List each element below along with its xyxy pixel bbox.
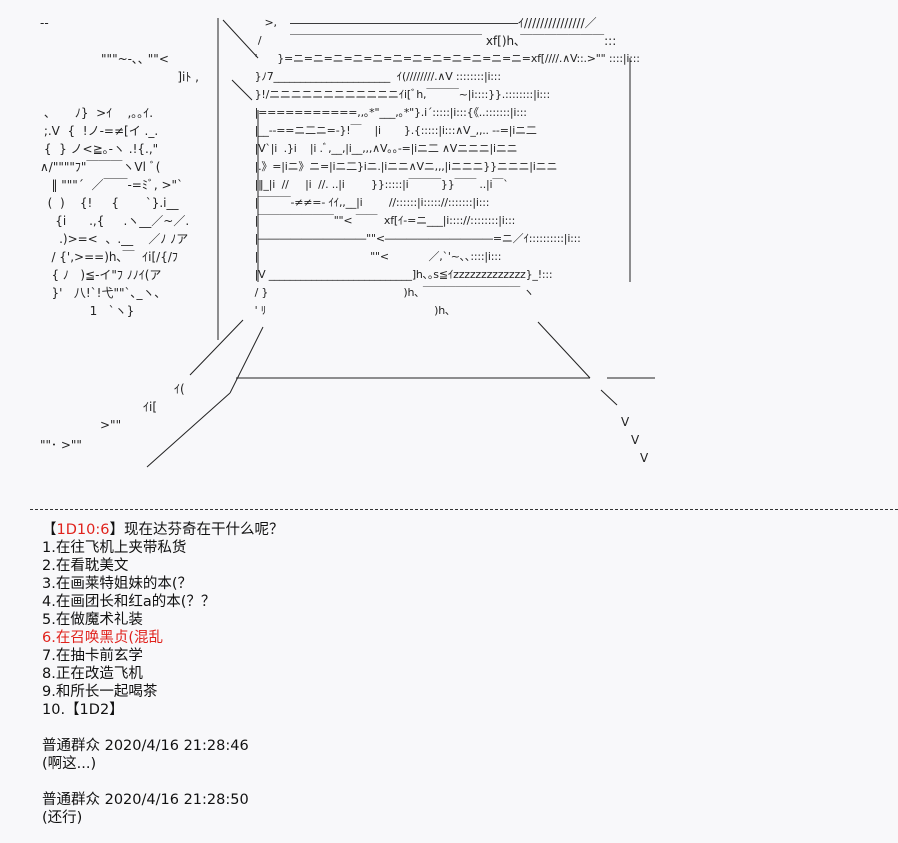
art-line: }ﾉ7______________________ ｲ(////////.∧V … (248, 70, 501, 83)
art-line: ( ) {! { `}.i__ (40, 196, 179, 210)
art-roof: ―――――――――――――――――――ｲ///////////////／ ￣￣￣… (290, 14, 616, 50)
art-top-left: -- """~-､､ ""< ]iﾄ , (40, 14, 199, 86)
art-fragment: ""･ >"" (40, 438, 82, 452)
art-line: |V ___________________________]h､｡s≦ｲzzz… (248, 268, 553, 281)
reply-text: (还行) (42, 810, 83, 826)
art-line: }!/ニニニニニニニニニニニニｲi[ﾞh,￣￣￣~|i::::}}.::::::… (248, 88, 551, 101)
art-fragment: ｲi[ (143, 400, 158, 414)
reply-header: 普通群众 2020/4/16 21:28:50 (42, 791, 283, 809)
art-line: |.》=|iニ》ニ=|iニ二}iニ.|iニニ∧Vニ,,,|iニニニ}}ニニニ|i… (248, 160, 558, 173)
art-building: >, / ' }=ニ=ニ=ニ=ニ=ニ=ニ=ニ=ニ=ニ=ニ=ニ=ニ=xf[////… (248, 14, 640, 320)
art-line: ∧/""""ﾌ"￣￣￣ヽVl ﾞ( (40, 160, 161, 174)
art-fragment: V (640, 451, 649, 465)
spacer (42, 719, 283, 737)
reply-text: (啊这...) (42, 756, 97, 772)
separator-line (30, 509, 898, 510)
option-item: 1.在往飞机上夹带私货 (42, 540, 187, 556)
art-line: |‖_|i // |i //. ..|i }}:::::|i￣￣￣}}￣￣ ..… (248, 178, 509, 191)
option-item-selected: 6.在召唤黑贞(混乱 (42, 630, 163, 646)
option-item: 9.和所长一起喝茶 (42, 684, 158, 700)
art-diagonal-outer-2 (146, 392, 231, 468)
art-line: ‖ """´ ／￣￣-=ﾐﾞ, >"` (40, 178, 184, 192)
art-line: >, (248, 16, 277, 29)
art-line: | ""< ／,`'~､､::::|i::: (248, 250, 502, 263)
art-line: { ﾉ )≦-イ"ﾌ ﾉﾉｲ(ア (40, 268, 162, 282)
art-line: |――――――――――""<――――――――――=ニ／ｲ::::::::::|i… (248, 232, 581, 245)
bracket: 】 (109, 522, 124, 538)
option-item: 8.正在改造飞机 (42, 666, 143, 682)
art-line: """~-､､ ""< (40, 52, 169, 66)
art-line: .)>=< 、.__ ／ﾉ ﾉア (40, 232, 189, 246)
art-diagonal-top (222, 19, 259, 59)
art-line: ' ﾘ )h､ (248, 304, 451, 317)
art-diagonal-right (537, 321, 591, 379)
option-item: 3.在画莱特姐妹的本(？ (42, 576, 192, 592)
art-fragment: V (621, 415, 630, 429)
ascii-art-strokes (146, 18, 655, 468)
art-line: -- (40, 16, 49, 30)
art-line: |￣￣￣-≠≠=- ｲｲ,,__|i //::::::|i::::://::::… (248, 196, 490, 209)
art-line: 1 `ヽ} (40, 304, 135, 318)
dice-roll: 1D10:6 (56, 522, 110, 538)
art-line: ―――――――――――――――――――ｲ///////////////／ (290, 16, 597, 30)
reply-header: 普通群众 2020/4/16 21:28:46 (42, 737, 283, 755)
option-item: 4.在画团长和红a的本(？？ (42, 594, 216, 610)
art-line: / (248, 34, 275, 47)
art-diagonal-outer (229, 326, 264, 394)
art-line: |===========,,｡*"___,｡*"}.i´:::::|i:::{《… (248, 106, 527, 119)
art-line: ;.V { !ノ-=≠[イ ._. (40, 124, 159, 138)
question-line: 【1D10:6】现在达芬奇在干什么呢？ (42, 521, 283, 539)
art-line: |￣￣￣￣￣￣￣""< ￣￣ xf[ｲ-=ニ___|i:::://:::::::… (248, 214, 516, 227)
art-line: {i .,{ .ヽ__／~／. (40, 214, 190, 228)
reply-author: 普通群众 (42, 792, 100, 808)
reply-author: 普通群众 (42, 738, 100, 754)
art-diagonal-right-2 (600, 389, 618, 406)
art-diagonal-inner (189, 319, 244, 376)
art-fragment: ｲ( (174, 382, 185, 396)
reply-time: 2020/4/16 21:28:50 (104, 792, 249, 808)
art-fragment: >"" (100, 418, 122, 432)
art-line: }' 八!`!弋""`､_ヽ､ (40, 286, 161, 300)
spacer (42, 773, 283, 791)
art-fragment: V (631, 433, 640, 447)
art-line: ￣￣￣￣￣￣￣￣￣￣￣￣￣￣￣￣ xf[)h､￣￣￣￣￣￣￣::: (290, 34, 617, 48)
question-text: 现在达芬奇在干什么呢？ (123, 522, 284, 538)
art-line: / {',>==)h､￣ ｲi[/{/ﾌ (40, 250, 178, 264)
post-body: 【1D10:6】现在达芬奇在干什么呢？ 1.在往飞机上夹带私货 2.在看耽美文 … (42, 521, 283, 827)
art-line: ]iﾄ , (40, 70, 199, 84)
option-item: 2.在看耽美文 (42, 558, 129, 574)
art-diagonal-mid (231, 79, 253, 101)
art-line: / } )h､ ￣￣￣￣￣￣￣￣￣ ヽ (248, 286, 535, 299)
option-item: 7.在抽卡前玄学 (42, 648, 143, 664)
art-line: |V`|i .}i |i .ﾞ,__,|i__,,,∧V｡｡-=|iニ二 ∧Vニ… (248, 142, 518, 155)
option-item: 5.在做魔术礼装 (42, 612, 143, 628)
art-line: ' }=ニ=ニ=ニ=ニ=ニ=ニ=ニ=ニ=ニ=ニ=ニ=ニ=xf[////.∧V::… (248, 52, 640, 65)
art-line: 、 ﾉ} >ｲ ,｡｡ｲ. (40, 106, 154, 120)
art-line: |__--==ニ二ニ=-}!￣ |i }.{:::::|i:::∧V_,,.. … (248, 124, 537, 137)
bracket: 【 (42, 522, 57, 538)
option-item: 10.【1D2】 (42, 702, 124, 718)
art-figure: 、 ﾉ} >ｲ ,｡｡ｲ. ;.V { !ノ-=≠[イ ._. { } ノ<≧｡… (40, 104, 189, 320)
reply-time: 2020/4/16 21:28:46 (104, 738, 249, 754)
art-line: { } ノ<≧｡-ヽ .!{.," (40, 142, 159, 156)
